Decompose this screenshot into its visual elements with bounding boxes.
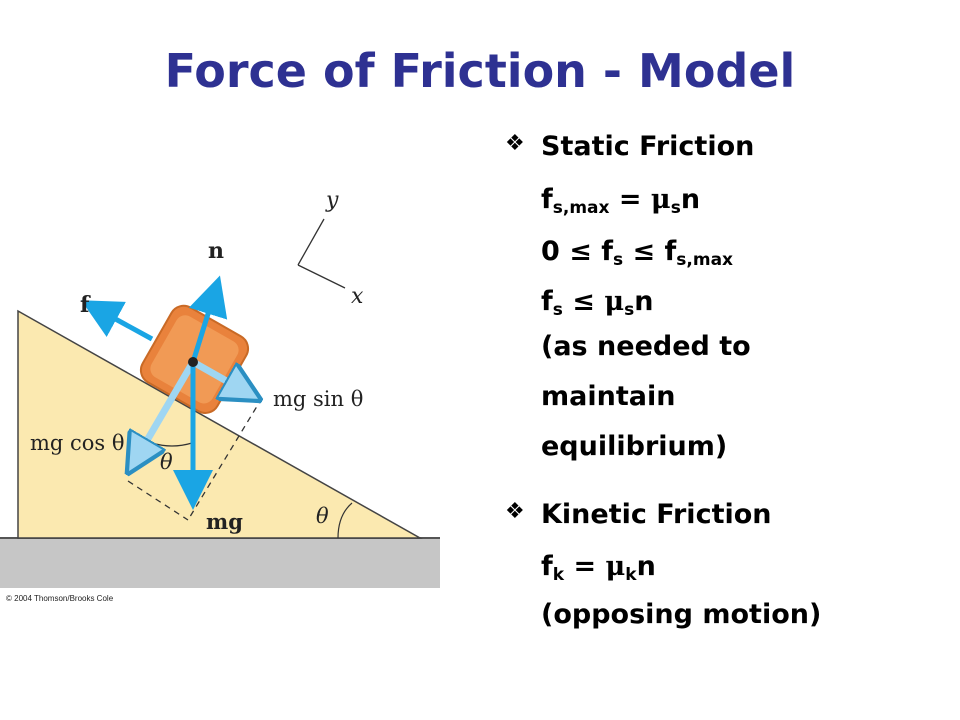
symbol-mu: μ [650,184,671,215]
symbol-mu: μ [604,286,625,317]
symbol-f: f [664,236,677,267]
subscript: k [625,565,637,585]
label-mg-sin: mg sin θ [273,387,363,411]
kinetic-friction-bullet: ❖ Kinetic Friction [505,499,772,530]
label-friction: f [80,292,91,318]
symbol-mu: μ [605,551,626,582]
subscript: s [624,300,635,320]
kinetic-note: (opposing motion) [541,599,822,630]
symbol-n: n [634,286,654,317]
mg-sin-component-arrow [191,358,253,396]
equals: = [564,551,606,582]
kinetic-eq-1: fk = μkn [541,551,656,585]
le-sign: ≤ [623,236,665,267]
static-note-2: maintain [541,381,676,412]
label-y-axis: y [325,188,339,213]
slide-title: Force of Friction - Model [164,44,796,98]
subscript: s,max [552,198,610,218]
static-heading: Static Friction [541,131,755,162]
diamond-bullet-icon: ❖ [505,499,525,524]
component-dashed-lines [127,397,263,521]
angle-arc-ramp [337,502,353,539]
symbol-n: n [680,184,701,215]
symbol-f: f [591,236,613,267]
le-sign: ≤ [562,286,605,317]
static-note-3: equilibrium) [541,431,728,462]
normal-force-arrow [188,275,228,363]
static-note-1: (as needed to [541,331,751,362]
incline-ramp [17,309,423,539]
symbol-f: f [541,551,553,582]
label-theta-ramp: θ [316,504,329,528]
copyright-text: © 2004 Thomson/Brooks Cole [6,594,114,603]
incline-free-body-diagram: y x n f mg sin θ mg cos θ θ mg θ © 2004 … [0,188,440,603]
label-mg-cos: mg cos θ [30,431,125,455]
static-friction-bullet: ❖ Static Friction [505,131,754,162]
label-theta-mg: θ [160,450,173,474]
diamond-bullet-icon: ❖ [505,131,525,156]
label-x-axis: x [351,284,364,309]
friction-force-arrow [81,300,154,342]
subscript: s [612,250,624,270]
subscript: k [552,565,565,585]
zero: 0 [541,236,570,267]
subscript: s [552,300,563,320]
static-eq-3: fs ≤ μsn [541,286,654,320]
label-normal: n [208,238,224,264]
mg-cos-component-arrow [132,360,197,466]
subscript: s,max [676,250,734,270]
kinetic-heading: Kinetic Friction [541,499,772,530]
coordinate-axes [297,218,346,289]
static-eq-1: fs,max = μsn [541,184,701,218]
symbol-n: n [636,551,656,582]
symbol-f: f [541,286,553,317]
label-mg: mg [206,509,243,534]
le-sign: ≤ [569,236,592,267]
symbol-f: f [541,184,553,215]
center-of-mass-dot [188,357,198,367]
static-eq-2: 0 ≤ fs ≤ fs,max [541,236,734,270]
ground [0,538,440,588]
equals: = [609,184,651,215]
subscript: s [670,198,681,218]
